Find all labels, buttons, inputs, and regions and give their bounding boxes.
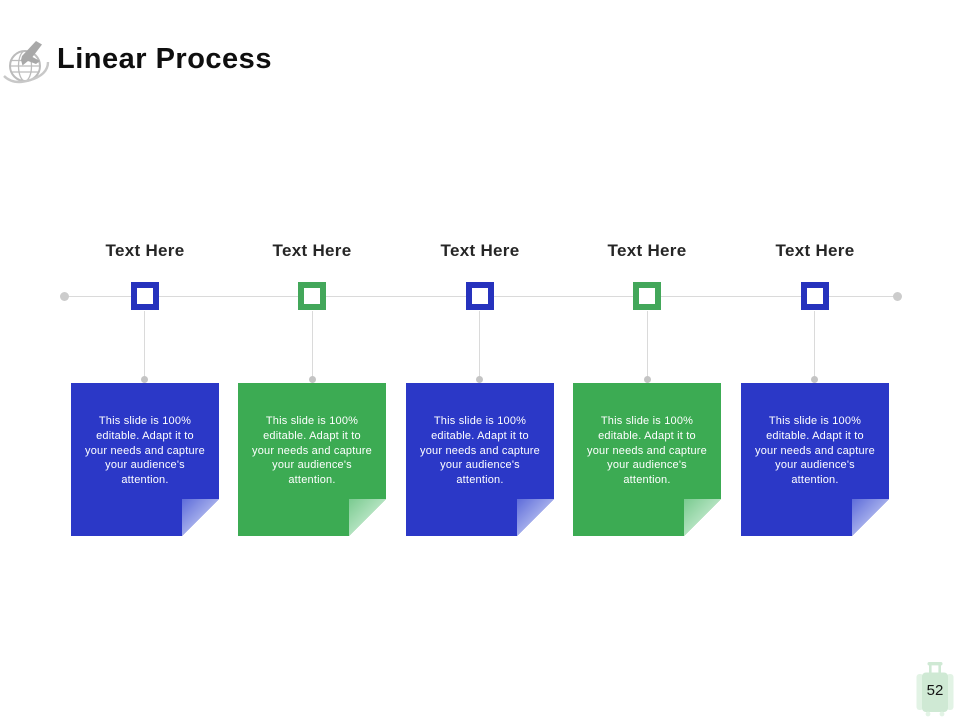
step-marker-square <box>633 282 661 310</box>
globe-airplane-logo-icon <box>3 41 50 84</box>
step-marker-square <box>298 282 326 310</box>
step-marker-square <box>466 282 494 310</box>
step-marker-square <box>131 282 159 310</box>
card-text: This slide is 100% editable. Adapt it to… <box>252 415 372 487</box>
card-text: This slide is 100% editable. Adapt it to… <box>755 415 875 487</box>
folded-corner <box>852 499 889 536</box>
step-card: This slide is 100% editable. Adapt it to… <box>238 383 386 536</box>
connector-line <box>814 311 815 377</box>
connector-line <box>144 311 145 377</box>
step-label: Text Here <box>272 241 352 260</box>
step-card: This slide is 100% editable. Adapt it to… <box>741 383 889 536</box>
connector-dot <box>476 376 483 383</box>
folded-corner <box>349 499 386 536</box>
connector-line <box>312 311 313 377</box>
connector-line <box>647 311 648 377</box>
connector-dot <box>309 376 316 383</box>
card-text: This slide is 100% editable. Adapt it to… <box>85 415 205 487</box>
page-title: Linear Process <box>57 43 272 75</box>
connector-dot <box>811 376 818 383</box>
step-card: This slide is 100% editable. Adapt it to… <box>71 383 219 536</box>
page-number: 52 <box>926 682 944 699</box>
folded-corner <box>517 499 554 536</box>
step-marker-square <box>801 282 829 310</box>
timeline-start-dot <box>60 292 69 301</box>
timeline-end-dot <box>893 292 902 301</box>
step-label: Text Here <box>775 241 855 260</box>
step-label: Text Here <box>440 241 520 260</box>
card-text: This slide is 100% editable. Adapt it to… <box>587 415 707 487</box>
connector-dot <box>644 376 651 383</box>
card-text: This slide is 100% editable. Adapt it to… <box>420 415 540 487</box>
step-label: Text Here <box>105 241 185 260</box>
connector-dot <box>141 376 148 383</box>
step-label: Text Here <box>607 241 687 260</box>
connector-line <box>479 311 480 377</box>
step-card: This slide is 100% editable. Adapt it to… <box>406 383 554 536</box>
folded-corner <box>684 499 721 536</box>
suitcase-icon <box>916 662 954 717</box>
step-card: This slide is 100% editable. Adapt it to… <box>573 383 721 536</box>
folded-corner <box>182 499 219 536</box>
